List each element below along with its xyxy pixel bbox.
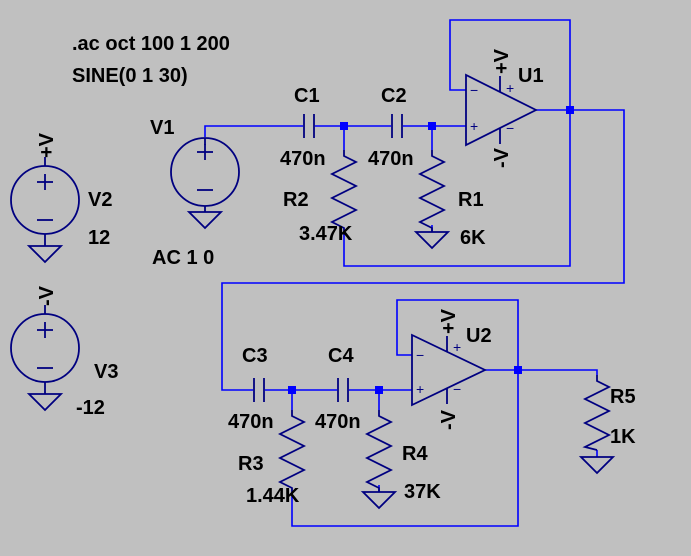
- r3-value: 1.44K: [246, 485, 300, 507]
- u2-triangle: [411, 333, 488, 407]
- source-v2[interactable]: [10, 157, 80, 264]
- capacitor-c4[interactable]: [337, 378, 349, 402]
- u1-vpos-sign: +: [506, 80, 514, 96]
- v3-value: -12: [76, 397, 105, 419]
- c3-name: C3: [242, 345, 268, 367]
- resistor-r2[interactable]: [329, 150, 359, 235]
- u1-vneg-label: -V: [491, 147, 513, 168]
- r1-ground-icon: [413, 231, 451, 250]
- r1-zigzag: [417, 150, 447, 232]
- r3-zigzag: [277, 410, 307, 495]
- r2-value: 3.47K: [299, 223, 353, 245]
- v2-ground-icon: [26, 245, 64, 264]
- v3-ground-icon: [26, 393, 64, 412]
- c4-value: 470n: [315, 411, 361, 433]
- opamp-u1[interactable]: − + + −: [465, 73, 539, 147]
- junction-c4-u2: [375, 386, 383, 394]
- junction-c1-c2: [340, 122, 348, 130]
- junction-c2-u1: [428, 122, 436, 130]
- u1-triangle: [465, 73, 539, 147]
- c1-value: 470n: [280, 148, 326, 170]
- wire-r3-feedback: [291, 370, 519, 527]
- u1-vneg-sign: −: [506, 120, 514, 136]
- v2-net-label: +V: [36, 132, 58, 158]
- source-v3[interactable]: [10, 305, 80, 412]
- v2-name: V2: [88, 189, 112, 211]
- ac-directive[interactable]: .ac oct 100 1 200: [72, 33, 230, 55]
- opamp-u2[interactable]: − + + −: [411, 333, 488, 407]
- source-v1[interactable]: [170, 137, 240, 230]
- v3-name: V3: [94, 361, 118, 383]
- u2-name: U2: [466, 325, 492, 347]
- u1-vpos-label: +V: [491, 48, 513, 74]
- v1-ground-icon: [186, 211, 224, 230]
- r1-value: 6K: [460, 227, 486, 249]
- r1-name: R1: [458, 189, 484, 211]
- c2-name: C2: [381, 85, 407, 107]
- resistor-r1[interactable]: [413, 150, 451, 250]
- r2-name: R2: [283, 189, 309, 211]
- resistor-r4[interactable]: [360, 410, 398, 510]
- r2-zigzag: [329, 150, 359, 235]
- junctions: [288, 106, 574, 394]
- wire-v1-c1: [204, 125, 303, 137]
- v1-value: AC 1 0: [152, 247, 214, 269]
- u2-vneg-label: -V: [438, 409, 460, 430]
- r5-name: R5: [610, 386, 636, 408]
- v3-net-label: -V: [36, 285, 58, 306]
- resistor-r5[interactable]: [578, 375, 616, 475]
- c2-value: 470n: [368, 148, 414, 170]
- junction-c3-c4: [288, 386, 296, 394]
- r5-ground-icon: [578, 456, 616, 475]
- junction-u2-out: [514, 366, 522, 374]
- c3-value: 470n: [228, 411, 274, 433]
- capacitor-c1[interactable]: [303, 114, 315, 138]
- u1-noninv-sign: +: [470, 118, 478, 134]
- capacitor-c2[interactable]: [391, 114, 403, 138]
- capacitor-c3[interactable]: [253, 378, 265, 402]
- u2-vpos-sign: +: [453, 339, 461, 355]
- v1-name: V1: [150, 117, 174, 139]
- u1-inv-sign: −: [470, 82, 478, 98]
- wire-u2-out-r5: [518, 369, 598, 375]
- wire-u1-out-to-c3: [221, 109, 625, 391]
- resistor-r3[interactable]: [277, 410, 307, 495]
- c4-name: C4: [328, 345, 354, 367]
- c1-name: C1: [294, 85, 320, 107]
- u2-vpos-label: +V: [438, 308, 460, 334]
- sine-directive[interactable]: SINE(0 1 30): [72, 65, 188, 87]
- u2-inv-sign: −: [416, 347, 424, 363]
- r4-ground-icon: [360, 491, 398, 510]
- u1-name: U1: [518, 65, 544, 87]
- r5-value: 1K: [610, 426, 636, 448]
- r4-zigzag: [364, 410, 394, 492]
- wire-u1-feedback: [449, 19, 571, 110]
- u2-noninv-sign: +: [416, 381, 424, 397]
- u2-vneg-sign: −: [453, 381, 461, 397]
- r4-value: 37K: [404, 481, 441, 503]
- r3-name: R3: [238, 453, 264, 475]
- r5-zigzag: [582, 375, 612, 451]
- r4-name: R4: [402, 443, 428, 465]
- wire-u2-feedback: [396, 299, 519, 371]
- junction-u1-out: [566, 106, 574, 114]
- v2-value: 12: [88, 227, 110, 249]
- wire-r2-feedback: [343, 110, 571, 267]
